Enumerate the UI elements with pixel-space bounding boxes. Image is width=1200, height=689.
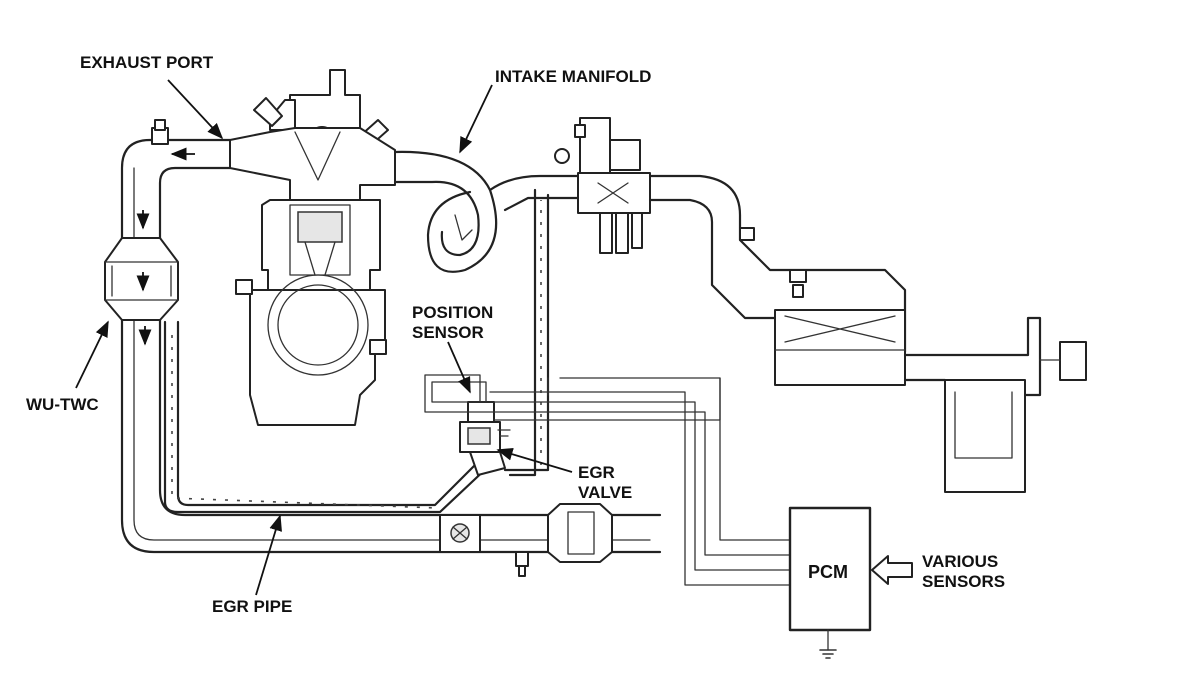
pcm-label: PCM — [808, 562, 848, 582]
egr-valve — [459, 401, 511, 476]
leader-lines — [75, 79, 573, 596]
air-intake-duct — [648, 174, 1087, 493]
various-sensors-arrow — [871, 555, 913, 585]
exhaust-port-label: EXHAUST PORT — [80, 53, 214, 72]
various-sensors-label-line2: SENSORS — [922, 572, 1005, 591]
various-sensors-label-line1: VARIOUS — [922, 552, 998, 571]
pcm-module — [788, 506, 872, 659]
wu-twc-label: WU-TWC — [26, 395, 99, 414]
engine — [229, 69, 396, 426]
egr-return-pipe — [503, 188, 550, 477]
downstream-exhaust — [439, 503, 613, 577]
egr-valve-label-line2: VALVE — [578, 483, 632, 502]
intake-manifold-label: INTAKE MANIFOLD — [495, 67, 651, 86]
wu-twc-converter — [104, 237, 179, 321]
wiring-harness — [424, 374, 791, 586]
position-sensor-label-line1: POSITION — [412, 303, 493, 322]
intake-manifold — [393, 150, 582, 273]
egr-valve-label-line1: EGR — [578, 463, 615, 482]
egr-pipe — [163, 320, 492, 514]
throttle-body — [554, 117, 651, 254]
egr-pipe-label: EGR PIPE — [212, 597, 292, 616]
position-sensor-label-line2: SENSOR — [412, 323, 484, 342]
